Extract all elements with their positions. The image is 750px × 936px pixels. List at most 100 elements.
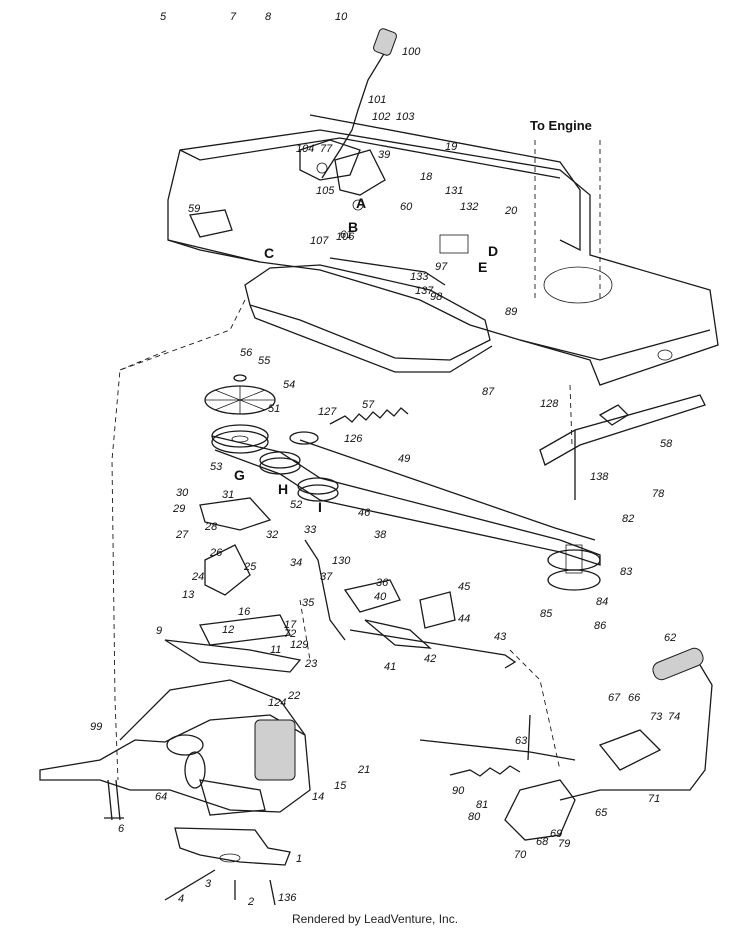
part-number-79: 79: [558, 838, 570, 850]
pedal-assembly: [419, 647, 713, 841]
footer-credit: Rendered by LeadVenture, Inc.: [291, 912, 459, 926]
part-number-101: 101: [368, 94, 386, 106]
part-number-24: 24: [191, 571, 204, 583]
part-number-2: 2: [247, 896, 254, 908]
shift-lever-assembly: [299, 28, 446, 286]
part-number-73: 73: [650, 711, 663, 723]
part-number-19: 19: [445, 141, 457, 153]
part-number-129: 129: [290, 639, 308, 651]
part-number-69: 69: [550, 828, 562, 840]
part-number-61: 61: [340, 229, 352, 241]
part-number-1: 1: [296, 853, 302, 865]
connection-letter-d: D: [488, 243, 498, 259]
part-number-103: 103: [396, 111, 415, 123]
part-number-25: 25: [243, 561, 257, 573]
part-number-45: 45: [458, 581, 471, 593]
part-number-40: 40: [374, 591, 387, 603]
part-number-106: 106: [336, 231, 355, 243]
part-number-128: 128: [540, 398, 559, 410]
part-number-8: 8: [265, 11, 272, 23]
part-number-52: 52: [290, 499, 302, 511]
part-number-59: 59: [188, 203, 200, 215]
routing-lines: [111, 140, 601, 781]
part-number-43: 43: [494, 631, 507, 643]
part-number-85: 85: [540, 608, 553, 620]
part-number-105: 105: [316, 185, 335, 197]
part-number-58: 58: [660, 438, 673, 450]
part-number-104: 104: [296, 143, 314, 155]
part-number-46: 46: [358, 507, 371, 519]
connection-letter-b: B: [348, 219, 358, 235]
part-number-37: 37: [320, 571, 333, 583]
connection-letter-i: I: [318, 499, 322, 515]
part-number-72: 72: [284, 628, 296, 640]
part-number-90: 90: [452, 785, 465, 797]
part-number-126: 126: [344, 433, 363, 445]
part-number-65: 65: [595, 807, 608, 819]
part-number-87: 87: [482, 386, 495, 398]
part-number-77: 77: [320, 143, 333, 155]
part-number-62: 62: [664, 632, 676, 644]
part-number-133: 133: [410, 271, 429, 283]
part-number-17: 17: [284, 619, 297, 631]
part-number-7: 7: [230, 11, 237, 23]
part-number-35: 35: [302, 597, 315, 609]
part-number-20: 20: [504, 205, 518, 217]
part-number-42: 42: [424, 653, 436, 665]
part-number-3: 3: [205, 878, 212, 890]
part-number-84: 84: [596, 596, 608, 608]
part-number-26: 26: [209, 547, 223, 559]
part-number-86: 86: [594, 620, 607, 632]
part-number-63: 63: [515, 735, 528, 747]
part-number-44: 44: [458, 613, 470, 625]
part-number-124: 124: [268, 697, 286, 709]
part-number-41: 41: [384, 661, 396, 673]
part-number-99: 99: [90, 721, 102, 733]
to-engine-heading: To Engine: [530, 118, 592, 133]
part-number-130: 130: [332, 555, 351, 567]
bracket-58: [539, 394, 706, 500]
part-number-15: 15: [334, 780, 347, 792]
part-number-21: 21: [357, 764, 370, 776]
part-number-74: 74: [668, 711, 680, 723]
part-number-30: 30: [176, 487, 189, 499]
part-number-107: 107: [310, 235, 329, 247]
idler-bracket-assembly: [164, 497, 517, 673]
part-number-31: 31: [222, 489, 234, 501]
part-number-54: 54: [283, 379, 295, 391]
part-number-67: 67: [608, 692, 621, 704]
part-number-89: 89: [505, 306, 517, 318]
part-number-64: 64: [155, 791, 167, 803]
part-number-16: 16: [238, 606, 251, 618]
part-number-49: 49: [398, 453, 410, 465]
part-number-56: 56: [240, 347, 253, 359]
part-number-39: 39: [378, 149, 390, 161]
part-number-28: 28: [204, 521, 218, 533]
part-number-136: 136: [278, 892, 297, 904]
part-number-81: 81: [476, 799, 488, 811]
part-number-12: 12: [222, 624, 234, 636]
connection-letter-a: A: [356, 195, 366, 211]
part-number-29: 29: [172, 503, 185, 515]
part-number-80: 80: [468, 811, 481, 823]
part-number-82: 82: [622, 513, 634, 525]
part-number-70: 70: [514, 849, 527, 861]
transaxle: [39, 679, 311, 821]
part-number-137: 137: [415, 285, 434, 297]
connection-letter-c: C: [264, 245, 274, 261]
part-number-132: 132: [460, 201, 478, 213]
part-number-34: 34: [290, 557, 302, 569]
part-number-9: 9: [156, 625, 162, 637]
connection-letter-e: E: [478, 259, 487, 275]
part-number-5: 5: [160, 11, 167, 23]
part-number-66: 66: [628, 692, 641, 704]
connection-letter-g: G: [234, 467, 245, 483]
part-number-78: 78: [652, 488, 665, 500]
part-number-60: 60: [400, 201, 413, 213]
part-number-83: 83: [620, 566, 633, 578]
part-number-4: 4: [178, 893, 184, 905]
frame-assembly: [167, 114, 719, 386]
